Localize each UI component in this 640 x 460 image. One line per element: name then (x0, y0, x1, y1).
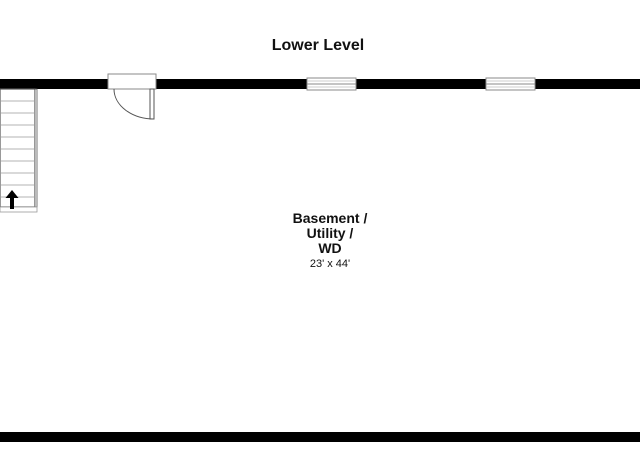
staircase (0, 88, 38, 213)
floor-title: Lower Level (271, 37, 365, 54)
wall-segment (0, 79, 108, 89)
bottom-wall (0, 432, 640, 442)
window (485, 77, 536, 91)
room-name-line: Basement / (292, 210, 368, 226)
wall-segment (356, 79, 486, 89)
window (306, 77, 357, 91)
room-dimensions: 23' x 44' (309, 258, 351, 270)
door (107, 73, 157, 120)
room-name: Basement / Utility / WD (230, 211, 430, 256)
wall-segment (535, 79, 640, 89)
room-name-line: WD (318, 240, 342, 256)
up-arrow-icon (5, 190, 19, 209)
wall-segment (156, 79, 307, 89)
top-wall (0, 79, 640, 89)
room-name-line: Utility / (306, 225, 354, 241)
